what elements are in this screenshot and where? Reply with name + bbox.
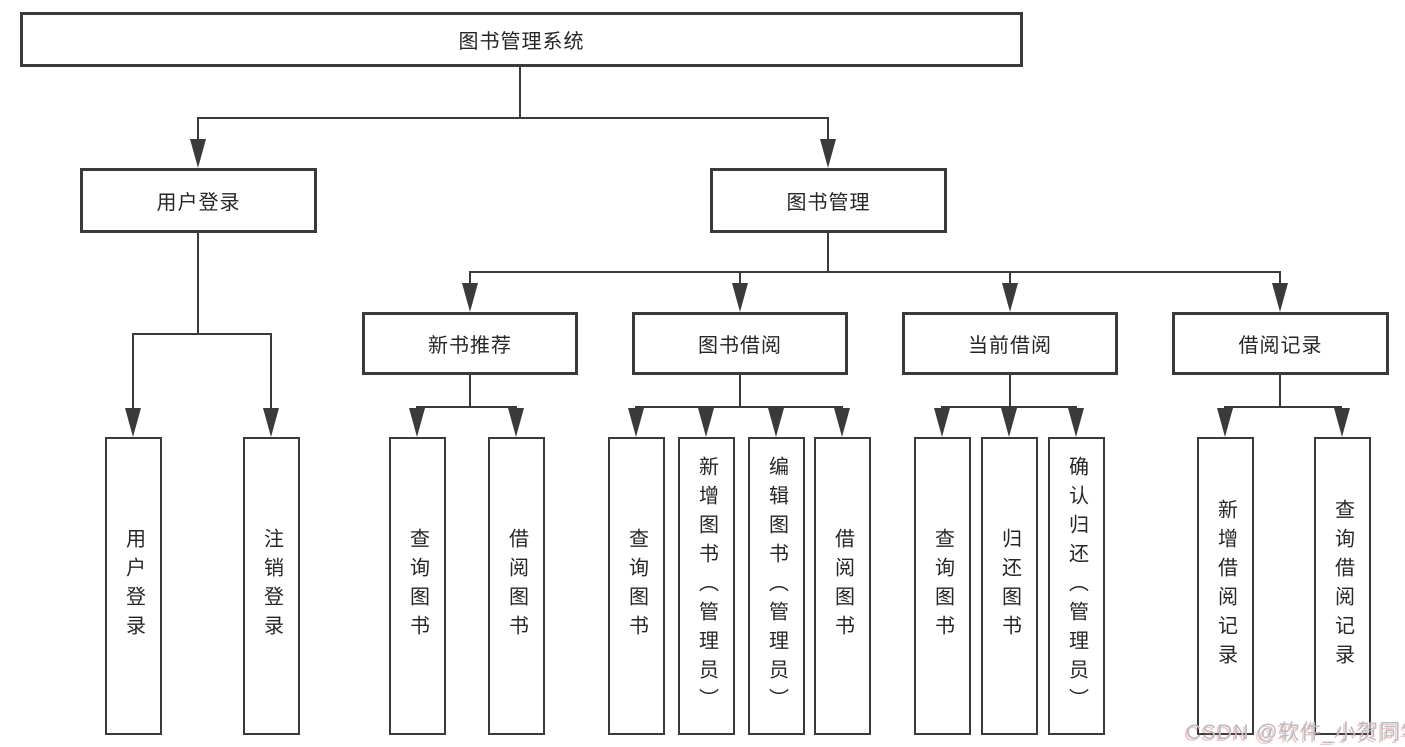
- leaf-label: 查询图书: [931, 528, 954, 644]
- connector-borrow-records-stem: [1279, 374, 1281, 408]
- leaf-query-books-current: 查询图书: [914, 437, 971, 735]
- node-user-login: 用户登录: [80, 168, 317, 233]
- leaf-borrow-books: 借阅图书: [814, 437, 871, 735]
- arrow-down-icon: [628, 408, 644, 437]
- connector-stem-leaf-logout: [270, 333, 272, 413]
- connector-user-login-split: [132, 333, 272, 335]
- connector-new-book-split: [416, 406, 517, 408]
- node-label: 借阅记录: [1238, 335, 1323, 357]
- connector-stem-current-borrow: [1009, 271, 1011, 285]
- connector-stem-user-login: [197, 117, 199, 143]
- leaf-label: 注销登录: [260, 528, 283, 644]
- leaf-label: 新增借阅记录: [1214, 499, 1237, 673]
- leaf-label: 归还图书: [998, 528, 1021, 644]
- leaf-label: 借阅图书: [505, 528, 528, 644]
- arrow-down-icon: [732, 283, 748, 312]
- connector-book-borrow-stem: [739, 374, 741, 408]
- node-new-book-recommend: 新书推荐: [362, 312, 578, 375]
- leaf-query-books-borrow: 查询图书: [608, 437, 665, 735]
- connector-current-borrow-split: [941, 406, 1077, 408]
- arrow-down-icon: [1217, 408, 1233, 437]
- leaf-borrow-books-recommend: 借阅图书: [488, 437, 545, 735]
- leaf-label: 用户登录: [122, 528, 145, 644]
- leaf-return-books: 归还图书: [981, 437, 1038, 735]
- node-label: 当前借阅: [968, 335, 1052, 357]
- node-borrow-records: 借阅记录: [1172, 312, 1389, 375]
- leaf-logout: 注销登录: [243, 437, 300, 735]
- connector-stem-leaf-login: [132, 333, 134, 413]
- arrow-down-icon: [409, 408, 425, 437]
- arrow-down-icon: [1068, 408, 1084, 437]
- leaf-label: 查询图书: [625, 528, 648, 644]
- leaf-label: 借阅图书: [831, 528, 854, 644]
- connector-stem-new-book: [469, 271, 471, 285]
- csdn-watermark: CSDN @软件_小贺同学: [1186, 721, 1405, 744]
- connector-book-mgmt-stem: [827, 232, 829, 273]
- leaf-add-books-admin: 新增图书（管理员）: [678, 437, 735, 735]
- arrow-down-icon: [263, 408, 279, 437]
- connector-level3-split: [469, 271, 1281, 273]
- leaf-edit-books-admin: 编辑图书（管理员）: [748, 437, 805, 735]
- node-label: 图书管理: [786, 192, 871, 214]
- leaf-query-borrow-record: 查询借阅记录: [1314, 437, 1371, 735]
- node-library-system: 图书管理系统: [20, 12, 1023, 67]
- leaf-label: 新增图书（管理员）: [695, 455, 718, 717]
- connector-borrow-records-split: [1224, 406, 1342, 408]
- node-current-borrow: 当前借阅: [902, 312, 1118, 375]
- node-book-borrow: 图书借阅: [632, 312, 848, 375]
- node-label: 新书推荐: [428, 335, 512, 357]
- leaf-user-login: 用户登录: [105, 437, 162, 735]
- leaf-label: 查询借阅记录: [1331, 499, 1354, 673]
- arrow-down-icon: [1272, 283, 1288, 312]
- node-book-management: 图书管理: [710, 168, 947, 233]
- leaf-label: 确认归还（管理员）: [1065, 455, 1088, 717]
- arrow-down-icon: [462, 283, 478, 312]
- arrow-down-icon: [190, 139, 206, 168]
- connector-stem-book-mgmt: [827, 117, 829, 143]
- leaf-confirm-return-admin: 确认归还（管理员）: [1048, 437, 1105, 735]
- connector-root-stem: [519, 67, 521, 118]
- node-label: 图书管理系统: [458, 31, 585, 53]
- connector-stem-borrow-records: [1279, 271, 1281, 285]
- leaf-add-borrow-record: 新增借阅记录: [1197, 437, 1254, 735]
- node-label: 图书借阅: [698, 335, 782, 357]
- connector-user-login-stem: [197, 232, 199, 335]
- arrow-down-icon: [934, 408, 950, 437]
- node-label: 用户登录: [156, 192, 241, 214]
- connector-book-borrow-split: [635, 406, 843, 408]
- arrow-down-icon: [768, 408, 784, 437]
- arrow-down-icon: [698, 408, 714, 437]
- arrow-down-icon: [834, 408, 850, 437]
- leaf-label: 查询图书: [406, 528, 429, 644]
- arrow-down-icon: [1002, 283, 1018, 312]
- connector-level1-split: [197, 117, 829, 119]
- arrow-down-icon: [125, 408, 141, 437]
- leaf-label: 编辑图书（管理员）: [765, 455, 788, 717]
- leaf-query-books-recommend: 查询图书: [389, 437, 446, 735]
- arrow-down-icon: [508, 408, 524, 437]
- arrow-down-icon: [1001, 408, 1017, 437]
- connector-new-book-stem: [469, 374, 471, 408]
- connector-current-borrow-stem: [1009, 374, 1011, 408]
- arrow-down-icon: [1334, 408, 1350, 437]
- arrow-down-icon: [820, 139, 836, 168]
- connector-stem-book-borrow: [739, 271, 741, 285]
